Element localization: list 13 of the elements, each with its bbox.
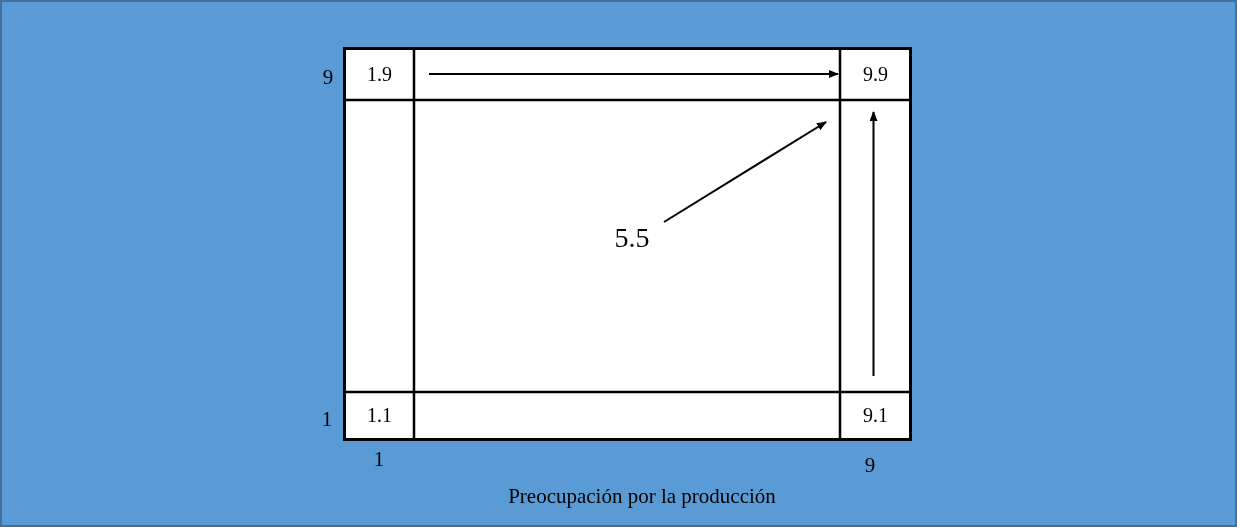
grid-cell-value: 1.9	[346, 50, 413, 99]
arrow	[663, 121, 827, 223]
y-axis-tick: 1	[321, 407, 333, 432]
arrow	[869, 111, 878, 377]
x-axis-tick: 1	[373, 447, 385, 472]
grid-cell-value: 9.9	[842, 50, 909, 99]
grid-position-label: 5.5	[606, 218, 658, 258]
grid-cell-value: 9.1	[842, 393, 909, 438]
y-axis-tick: 9	[322, 65, 334, 90]
x-axis-tick: 9	[864, 453, 876, 478]
arrow	[428, 70, 839, 78]
grid-cell-value: 1.1	[346, 393, 413, 438]
axis-title: Preocupación por la producción	[508, 484, 776, 509]
